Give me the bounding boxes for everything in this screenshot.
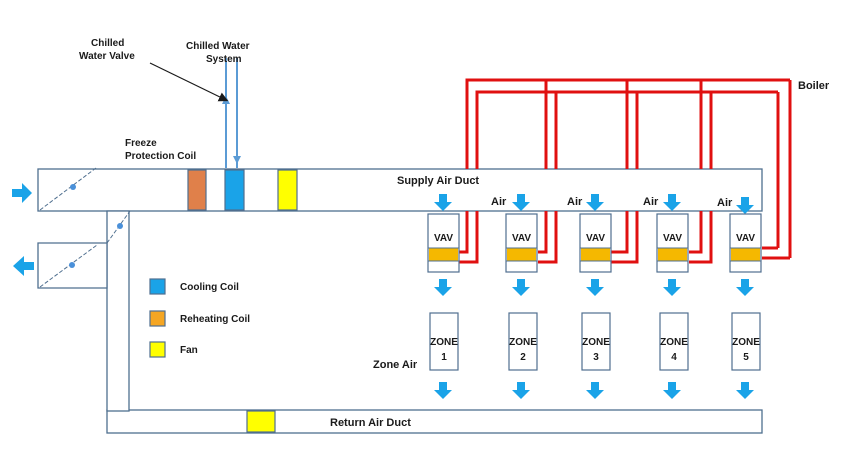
supply-down-arrow-2 [512,194,530,211]
vav-label-3: VAV [586,233,605,244]
return-fan [246,410,276,433]
chilled-water-system-label-1: Chilled Water [186,41,250,52]
freeze-coil-label-2: Protection Coil [125,151,196,162]
zone-number-5: 5 [743,352,749,363]
zone-number-4: 4 [671,352,677,363]
zone-label-4: ZONE [660,337,688,348]
zone-label-3: ZONE [582,337,610,348]
zone-box-4 [659,312,689,371]
zone-down-arrow-1 [434,382,452,399]
zone-label-2: ZONE [509,337,537,348]
supply-air-duct [37,168,763,212]
supply-down-arrow-1 [434,194,452,211]
supply-air-duct-label: Supply Air Duct [397,175,479,187]
supply-down-arrow-4 [663,194,681,211]
legend-label-cooling: Cooling Coil [180,282,239,293]
air-label-3: Air [643,196,659,208]
vav-reheat-coil-4 [658,248,687,261]
legend-swatch-fan [149,341,166,358]
vav-down-arrow-5 [736,279,754,296]
zone-down-arrow-2 [512,382,530,399]
valve-pointer-arrow [149,62,229,102]
return-riser-duct [106,210,130,412]
chilled-water-valve-label-2: Water Valve [79,51,135,62]
vav-box-3 [579,213,612,273]
outdoor-damper-pivot [70,184,76,190]
legend-label-fan: Fan [180,345,198,356]
chilled-water-system-label-2: System [206,54,242,65]
air-label-2: Air [567,196,583,208]
zone-number-1: 1 [441,352,447,363]
zone-down-arrow-5 [736,382,754,399]
vav-reheat-coil-2 [507,248,536,261]
legend-swatch-cooling [149,278,166,295]
legend-swatch-reheating [149,310,166,327]
vav-units: VAV ZONE 1 VAV ZONE 2 VAV ZONE 3 VAV ZONE 4 VAV ZONE 5 [427,194,762,399]
vav-label-1: VAV [434,233,453,244]
vav-reheat-coil-3 [581,248,610,261]
vav-box-5 [729,213,762,273]
boiler-label: Boiler [798,80,830,92]
chilled-water-valve-label-1: Chilled [91,38,124,49]
mixing-damper-pivot [117,223,123,229]
vav-reheat-coil-1 [429,248,458,261]
vav-label-4: VAV [663,233,682,244]
supply-fan [277,169,298,211]
vav-down-arrow-3 [586,279,604,296]
vav-reheat-coil-5 [731,248,760,261]
vav-box-2 [505,213,538,273]
boiler-pipes [459,78,792,264]
exhaust-air-out-arrow [13,256,34,276]
vav-down-arrow-4 [663,279,681,296]
vav-down-arrow-2 [512,279,530,296]
vav-box-4 [656,213,689,273]
zone-box-5 [731,312,761,371]
vav-label-5: VAV [736,233,755,244]
supply-down-arrow-5 [736,197,754,214]
zone-box-1 [429,312,459,371]
zone-label-5: ZONE [732,337,760,348]
zone-down-arrow-3 [586,382,604,399]
chilled-water-up-arrow [222,96,230,104]
air-label-1: Air [491,196,507,208]
vav-down-arrow-1 [434,279,452,296]
chilled-water-down-arrow [233,156,241,164]
return-air-duct [106,409,763,434]
return-air-duct-label: Return Air Duct [330,417,411,429]
zone-air-label: Zone Air [373,359,418,371]
zone-box-2 [508,312,538,371]
outdoor-air-in-arrow [12,183,32,203]
vav-box-1 [427,213,460,273]
zone-number-3: 3 [593,352,599,363]
zone-label-1: ZONE [430,337,458,348]
freeze-coil-label-1: Freeze [125,138,157,149]
vav-label-2: VAV [512,233,531,244]
air-label-4: Air [717,197,733,209]
zone-down-arrow-4 [663,382,681,399]
legend-label-reheating: Reheating Coil [180,314,250,325]
supply-down-arrow-3 [586,194,604,211]
zone-box-3 [581,312,611,371]
zone-number-2: 2 [520,352,526,363]
exhaust-damper-pivot [69,262,75,268]
freeze-protection-coil [187,169,207,211]
cooling-coil [224,169,245,211]
